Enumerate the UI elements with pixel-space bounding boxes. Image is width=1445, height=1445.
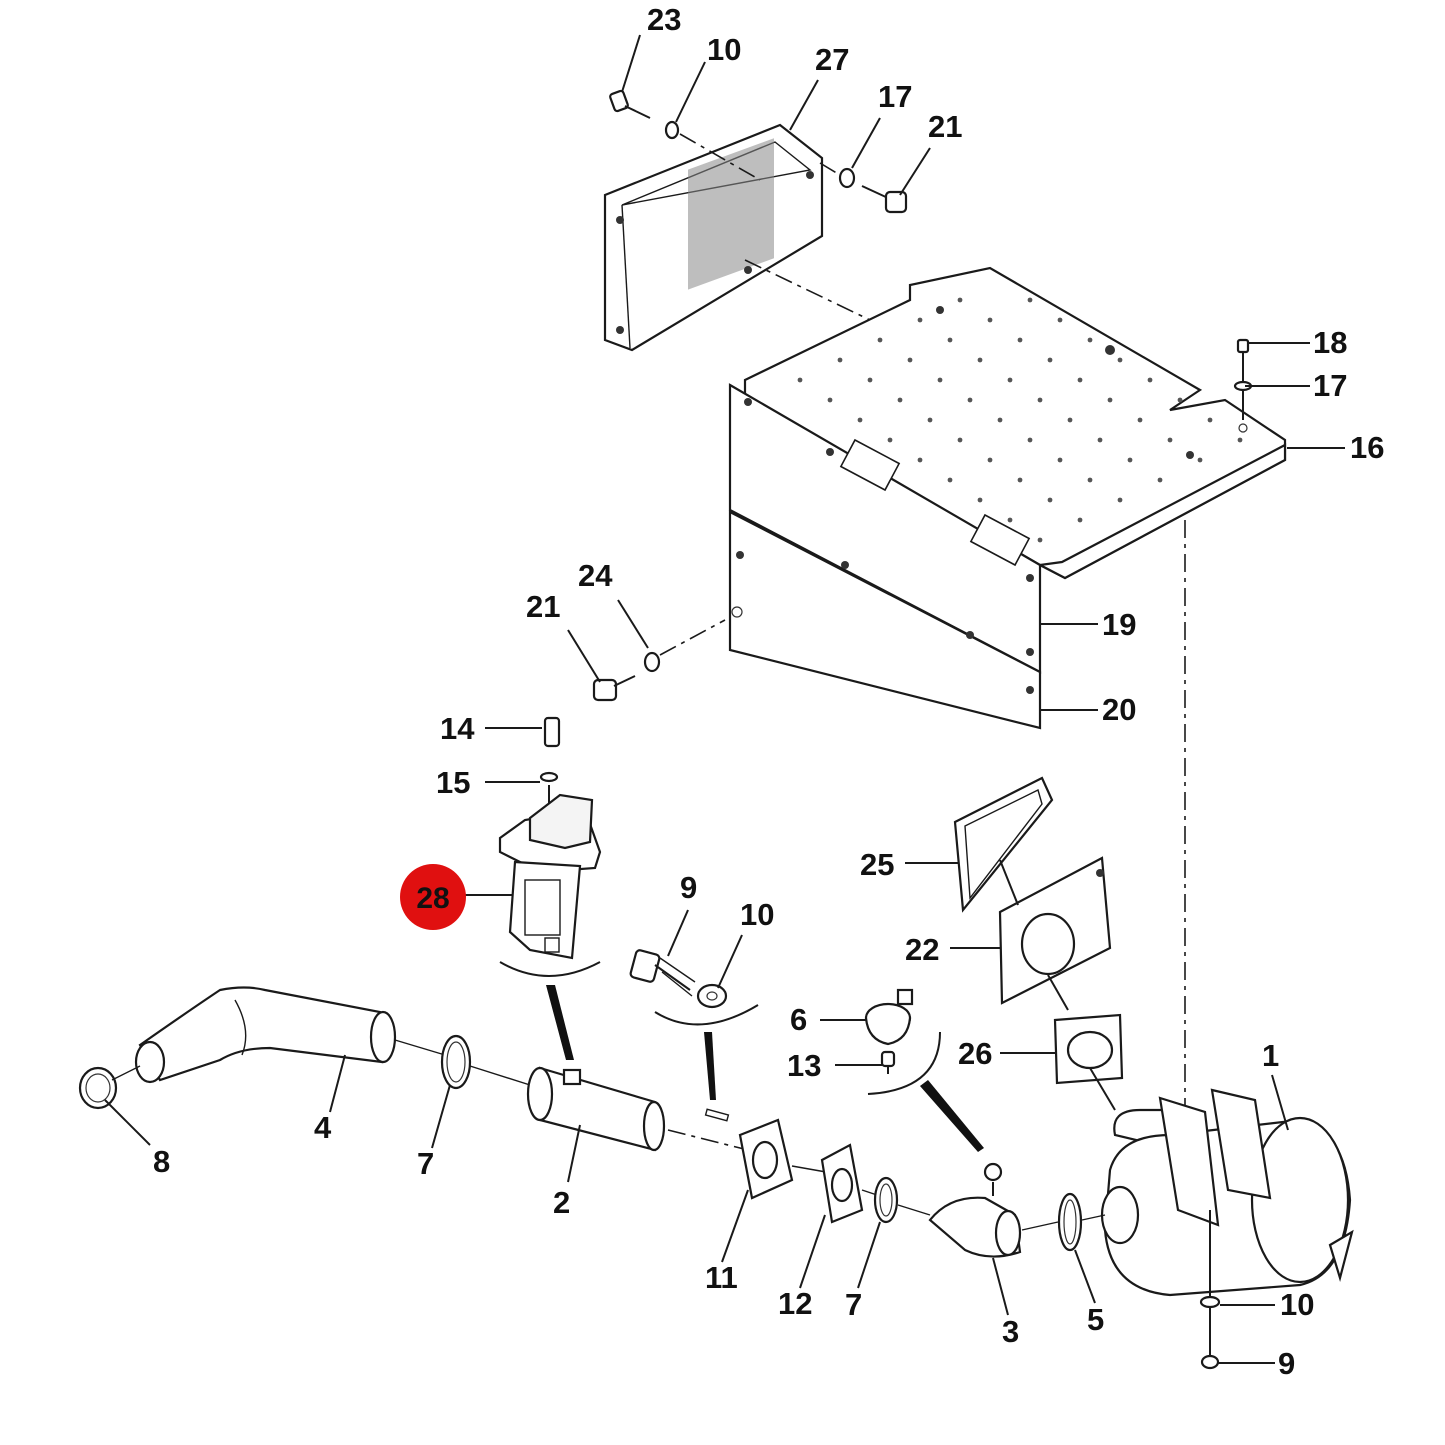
callout-25: 25 [860, 847, 894, 882]
intake-hose-4 [134, 986, 397, 1084]
bolt-18-right [1233, 338, 1253, 433]
callout-17-right: 17 [1313, 368, 1347, 403]
callout-20: 20 [1102, 692, 1136, 727]
clamp-5 [1057, 1192, 1083, 1252]
callout-24: 24 [578, 558, 613, 593]
callout-3: 3 [1002, 1314, 1019, 1349]
bolt-9-with-washer-10 [629, 949, 728, 1009]
callout-7-right: 7 [845, 1287, 862, 1322]
gasket-26 [1053, 1013, 1124, 1085]
flange-adapter-11 [704, 1108, 794, 1200]
adapter-plate-22 [998, 856, 1112, 1005]
callout-15: 15 [436, 765, 470, 800]
callout-1: 1 [1262, 1038, 1279, 1073]
callout-21-top: 21 [928, 109, 962, 144]
mass-air-flow-tube-2 [526, 1066, 666, 1152]
callout-9-bottom: 9 [1278, 1346, 1295, 1381]
callout-27: 27 [815, 42, 849, 77]
callout-12: 12 [778, 1286, 812, 1321]
bolt-21-top [838, 167, 908, 214]
callout-26: 26 [958, 1036, 992, 1071]
callout-5: 5 [1087, 1302, 1104, 1337]
highlight-marker [400, 864, 466, 930]
callout-10-middle: 10 [740, 897, 774, 932]
callout-6: 6 [790, 1002, 807, 1037]
callout-8: 8 [153, 1144, 170, 1179]
air-cleaner-housing-1 [1100, 1088, 1354, 1297]
callout-2: 2 [553, 1185, 570, 1220]
clamp-7-left [440, 1034, 472, 1090]
callout-28: 28 [416, 882, 449, 915]
callout-10-top: 10 [707, 32, 741, 67]
lower-panel-20 [728, 510, 1042, 730]
callout-18: 18 [1313, 325, 1347, 360]
callout-22: 22 [905, 932, 939, 967]
callout-19: 19 [1102, 607, 1136, 642]
gasket-25 [953, 776, 1054, 913]
callout-16: 16 [1350, 430, 1384, 465]
screw-13 [880, 1050, 896, 1074]
bolt-23 [609, 89, 680, 140]
elbow-hose-3 [928, 1162, 1022, 1258]
bolt-9-bottom [1200, 1318, 1220, 1370]
callout-11: 11 [705, 1260, 738, 1295]
callout-23: 23 [647, 2, 681, 37]
callout-labels: 23 10 27 17 21 18 17 16 24 21 19 20 14 1… [153, 2, 1384, 1381]
bolt-21-middle [592, 651, 661, 702]
callout-14: 14 [440, 711, 475, 746]
adapter-12 [820, 1143, 864, 1224]
cap-6 [864, 988, 914, 1046]
leader-lines [104, 34, 1345, 1364]
perforated-bracket-27 [603, 123, 824, 352]
callout-10-bottom: 10 [1280, 1287, 1314, 1322]
clamp-7-right [873, 1176, 899, 1224]
callout-21-middle: 21 [526, 589, 560, 624]
callout-17-top: 17 [878, 79, 912, 114]
clamp-8 [78, 1066, 118, 1110]
callout-7-left: 7 [417, 1146, 434, 1181]
mass-air-flow-sensor-28 [498, 716, 602, 960]
callout-13: 13 [787, 1048, 821, 1083]
callout-9-middle: 9 [680, 870, 697, 905]
callout-4: 4 [314, 1110, 332, 1145]
